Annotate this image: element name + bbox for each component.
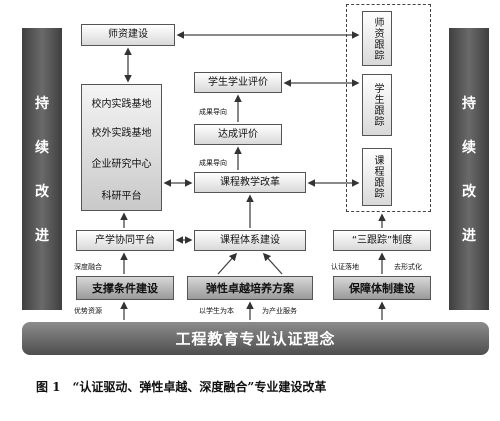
- left-pillar-char-1: 持: [35, 96, 49, 112]
- curriculum-reform-box: 课程教学改革: [194, 172, 306, 193]
- practice-item-offcampus: 校外实践基地: [91, 128, 152, 139]
- flexible-training-strip: 弹性卓越培养方案: [187, 276, 313, 300]
- figure-caption: 图 1 “认证驱动、弹性卓越、深度融合”专业建设改革: [36, 380, 327, 394]
- cert-landing-label: 认证落地: [331, 263, 359, 271]
- right-pillar-continuous-improvement: 持 续 改 进: [449, 28, 489, 310]
- industry-service-label: 为产业服务: [262, 307, 297, 315]
- deep-integration-label: 深度融合: [74, 263, 102, 271]
- right-pillar-char-4: 进: [462, 228, 476, 244]
- support-conditions-strip: 支撑条件建设: [76, 276, 174, 300]
- arrow-training-to-course-left: [217, 252, 238, 275]
- outcome-guide-label-1: 成果导向: [199, 108, 227, 116]
- left-pillar-char-4: 进: [35, 228, 49, 244]
- practice-item-enterprise: 企业研究中心: [91, 159, 152, 170]
- guarantee-system-strip: 保障体制建设: [333, 276, 431, 300]
- teacher-building-box: 师资建设: [81, 24, 175, 46]
- right-pillar-char-3: 改: [462, 184, 476, 200]
- achievement-eval-box: 达成评价: [194, 124, 282, 145]
- course-system-box: 课程体系建设: [194, 230, 306, 251]
- industry-platform-box: 产学协同平台: [76, 230, 174, 251]
- practice-base-box: 校内实践基地 校外实践基地 企业研究中心 科研平台: [81, 84, 162, 211]
- left-pillar-continuous-improvement: 持 续 改 进: [22, 28, 62, 310]
- teacher-tracking-box: 师资跟踪: [362, 11, 392, 66]
- practice-item-campus: 校内实践基地: [91, 99, 152, 110]
- student-centered-label: 以学生为本: [199, 307, 234, 315]
- left-pillar-char-3: 改: [35, 184, 49, 200]
- practice-item-research: 科研平台: [101, 191, 142, 202]
- three-tracking-system-box: “三跟踪”制度: [333, 230, 431, 251]
- student-eval-box: 学生学业评价: [194, 72, 282, 93]
- left-pillar-char-2: 续: [35, 140, 49, 156]
- course-tracking-box: 课程跟踪: [362, 148, 392, 206]
- anti-formalism-label: 去形式化: [394, 263, 422, 271]
- right-pillar-char-2: 续: [462, 140, 476, 156]
- arrow-training-to-course-right: [262, 252, 283, 275]
- tracking-dashed-frame: [346, 4, 431, 212]
- right-pillar-char-1: 持: [462, 96, 476, 112]
- outcome-guide-label-2: 成果导向: [199, 159, 227, 167]
- quality-resources-label: 优势资源: [74, 307, 102, 315]
- foundation-certification-concept: 工程教育专业认证理念: [22, 322, 489, 355]
- student-tracking-box: 学生跟踪: [362, 74, 392, 136]
